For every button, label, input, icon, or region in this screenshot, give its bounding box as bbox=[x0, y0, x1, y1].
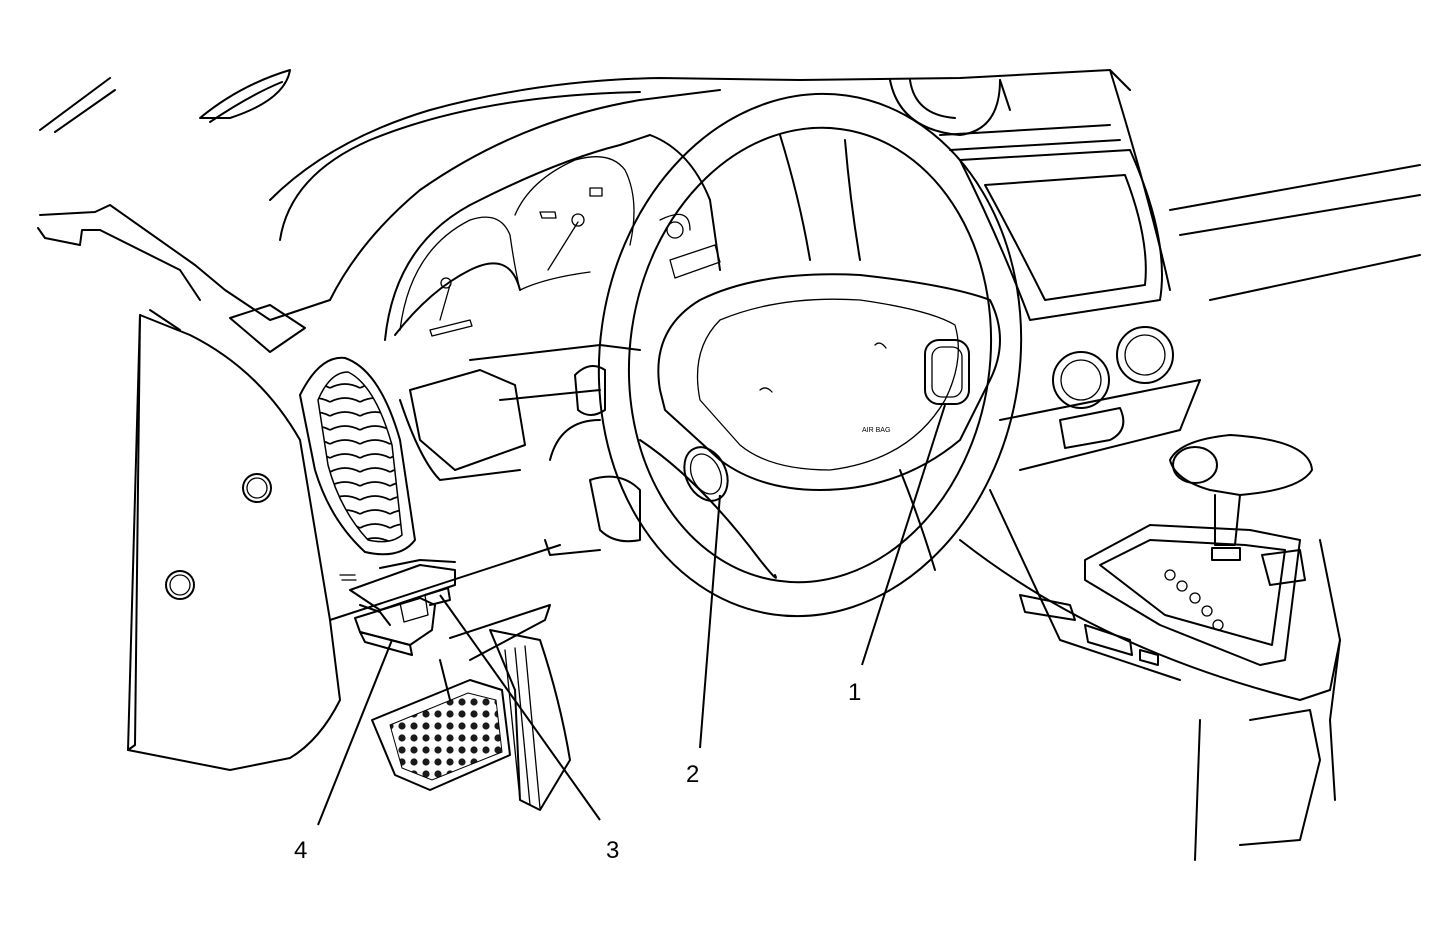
side-air-vent bbox=[299, 356, 416, 556]
dashboard-top bbox=[37, 69, 1171, 321]
windshield-edge bbox=[39, 69, 291, 133]
callout-leaders bbox=[317, 404, 946, 826]
accelerator-pedal bbox=[439, 629, 571, 811]
right-wheel-switch bbox=[924, 339, 970, 405]
lower-dash bbox=[329, 344, 641, 661]
airbag-text: AIR BAG bbox=[862, 427, 890, 434]
leader-4 bbox=[317, 639, 393, 826]
callout-2: 2 bbox=[686, 761, 699, 788]
mirror-area bbox=[889, 79, 1011, 136]
brake-pedal bbox=[371, 679, 511, 791]
instrument-cluster bbox=[384, 134, 721, 341]
data-link-connector bbox=[339, 559, 456, 656]
shift-console bbox=[959, 489, 1341, 861]
leader-1 bbox=[861, 404, 946, 666]
left-wheel-switch bbox=[683, 446, 729, 502]
callout-4: 4 bbox=[294, 837, 307, 864]
callout-1: 1 bbox=[848, 679, 861, 706]
leader-3 bbox=[439, 594, 601, 821]
gear-shifter bbox=[1169, 434, 1313, 561]
leader-2 bbox=[699, 494, 721, 749]
left-side-panel bbox=[127, 304, 341, 771]
callout-3: 3 bbox=[606, 837, 619, 864]
steering-wheel bbox=[597, 92, 1023, 618]
center-stack bbox=[939, 124, 1421, 471]
